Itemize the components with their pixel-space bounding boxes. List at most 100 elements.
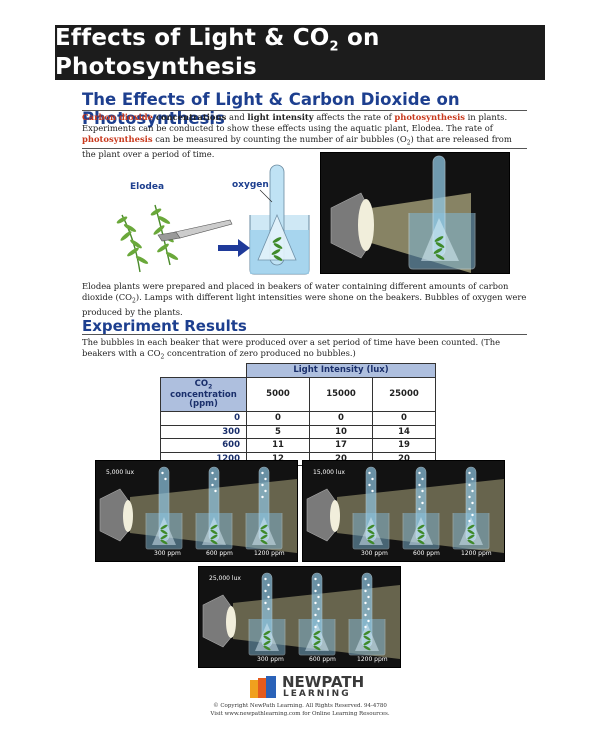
panel-15000-illustration	[306, 466, 504, 553]
elodea-leaf	[210, 534, 218, 540]
elodea-leaf	[363, 640, 371, 646]
elodea-leaf	[313, 630, 321, 636]
oxygen-label: oxygen	[232, 180, 269, 190]
col-header: 15000	[309, 376, 373, 413]
oxygen-bubble	[371, 477, 374, 481]
panel-ppm-label: 300 ppm	[361, 550, 388, 557]
oxygen-bubble	[471, 501, 474, 505]
co2-unit: (ppm)	[189, 399, 218, 410]
intro-text: and	[226, 112, 248, 122]
oxygen-bubble	[367, 595, 370, 599]
oxygen-bubble	[214, 489, 217, 493]
co2-header-sub: 2	[208, 383, 213, 391]
panel-15000-lux: 15,000 lux 300 ppm 600 ppm 1200 ppm	[302, 460, 505, 562]
panel-25000-lux: 25,000 lux 300 ppm 600 ppm 1200 ppm	[198, 566, 401, 668]
elodea-prep-figure: Elodea oxygen	[100, 160, 315, 275]
elodea-leaf	[313, 645, 321, 651]
panel-lux-label: 15,000 lux	[313, 469, 345, 476]
oxygen-bubble	[368, 483, 371, 487]
oxygen-bubble	[371, 489, 374, 493]
table-cell: 10	[309, 424, 373, 440]
results-rule	[82, 334, 527, 335]
elodea-leaf	[260, 524, 268, 530]
lamp-beaker-figure	[320, 152, 510, 274]
row-ppm: 0	[160, 411, 247, 426]
row-ppm: 300	[160, 424, 247, 440]
table-cell: 0	[372, 411, 436, 426]
intro-sub: 2	[406, 139, 411, 147]
caption-text: Elodea plants were prepared and placed i…	[82, 281, 509, 302]
elodea-label: Elodea	[130, 182, 165, 192]
elodea-leaf	[263, 640, 271, 646]
table-cell: 14	[372, 424, 436, 440]
oxygen-bubble	[264, 589, 267, 593]
table-cell: 0	[246, 411, 310, 426]
oxygen-bubble	[468, 495, 471, 499]
newpath-logo-icon	[250, 676, 276, 698]
oxygen-bubble	[164, 477, 167, 481]
results-paragraph: The bubbles in each beaker that were pro…	[82, 337, 527, 363]
intro-rule	[82, 110, 527, 111]
elodea-leaf	[160, 534, 168, 540]
logo-text-learning: LEARNING	[283, 689, 351, 699]
oxygen-bubble	[314, 625, 317, 629]
oxygen-bubble	[317, 619, 320, 623]
co2-header-post: concentration	[170, 390, 237, 401]
oxygen-bubble	[267, 595, 270, 599]
intro-text: affects the rate of	[313, 112, 395, 122]
intro-text: in plants. Experiments can be conducted …	[82, 112, 508, 133]
table-cell: 0	[309, 411, 373, 426]
oxygen-bubble	[264, 477, 267, 481]
oxygen-bubble	[211, 471, 214, 475]
elodea-leaf	[417, 524, 425, 530]
oxygen-bubble	[368, 471, 371, 475]
oxygen-bubble	[367, 583, 370, 587]
oxygen-bubble	[161, 471, 164, 475]
oxygen-bubble	[421, 489, 424, 493]
results-text: The bubbles in each beaker that were pro…	[82, 337, 501, 358]
elodea-leaf	[367, 539, 375, 545]
panel-5000-lux: 5,000 lux 300 ppm 600 ppm 1200 ppm	[95, 460, 298, 562]
oxygen-bubble	[211, 483, 214, 487]
lamp-beaker-illustration	[330, 155, 476, 273]
caption-sub: 2	[132, 297, 136, 305]
lamp-bulb	[123, 500, 133, 532]
elodea-leaf	[363, 635, 371, 641]
table-cell: 17	[309, 438, 373, 453]
light-intensity-header: Light Intensity (lux)	[246, 363, 436, 378]
table-cell: 5	[246, 424, 310, 440]
term-carbon-dioxide: Carbon dioxide	[82, 112, 153, 122]
oxygen-bubble	[314, 613, 317, 617]
visit-text: Visit www.newpathlearning.com for Online…	[210, 711, 390, 717]
oxygen-bubble	[418, 483, 421, 487]
oxygen-bubble	[214, 477, 217, 481]
table-cell: 11	[246, 438, 310, 453]
oxygen-bubble	[314, 577, 317, 581]
oxygen-bubble	[261, 495, 264, 499]
elodea-leaf	[367, 524, 375, 530]
panel-ppm-label: 300 ppm	[154, 550, 181, 557]
oxygen-bubble	[418, 471, 421, 475]
banner-title-pre: Effects of Light & CO	[55, 24, 330, 51]
oxygen-bubble	[364, 613, 367, 617]
elodea-leaf	[160, 539, 168, 545]
elodea-leaf	[210, 524, 218, 530]
caption-text: ). Lamps with different light intensitie…	[82, 292, 527, 317]
co2-header: CO2 concentration (ppm)	[160, 376, 247, 413]
oxygen-bubble	[264, 489, 267, 493]
elodea-leaf	[367, 534, 375, 540]
elodea-leaf	[263, 635, 271, 641]
term-concentrations: concentrations	[152, 112, 227, 122]
panel-ppm-label: 600 ppm	[206, 550, 233, 557]
panel-lux-label: 25,000 lux	[209, 575, 241, 582]
elodea-leaf	[160, 524, 168, 530]
banner-title-sub: 2	[329, 39, 339, 55]
elodea-leaf	[467, 534, 475, 540]
co2-header-pre: CO	[194, 378, 209, 389]
elodea-leaf	[417, 529, 425, 535]
intro-paragraph: Carbon dioxide concentrations and light …	[82, 112, 527, 160]
oxygen-bubble	[418, 507, 421, 511]
oxygen-bubble	[468, 471, 471, 475]
table-corner	[161, 364, 247, 378]
panel-ppm-label: 600 ppm	[413, 550, 440, 557]
